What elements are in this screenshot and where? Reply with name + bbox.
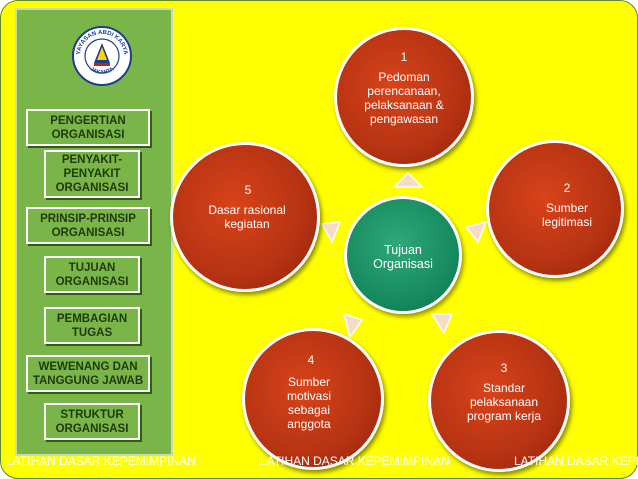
node-4-number: 4 [307, 353, 315, 367]
footer-text-1: LATIHAN DASAR KEPEMIMPINAN [6, 454, 196, 468]
arrow-icon [320, 221, 342, 244]
menu-item-pengertian-organisasi[interactable]: PENGERTIAN ORGANISASI [26, 109, 150, 146]
node-4-text: Sumber motivasi sebagai anggota [286, 375, 331, 431]
diagram-node-4: 4 Sumber motivasi sebagai anggota [242, 328, 384, 470]
arrow-icon [430, 313, 454, 335]
node-2-text: Sumber legitimasi [541, 201, 592, 229]
footer: LATIHAN DASAR KEPEMIMPINAN LATIHAN DASAR… [0, 455, 638, 479]
menu-item-struktur-organisasi[interactable]: STRUKTUR ORGANISASI [44, 403, 140, 440]
diagram-center: Tujuan Organisasi [344, 196, 462, 314]
node-5-text: Dasar rasional kegiatan [208, 203, 286, 231]
sidebar: YAYASAN ABDI KARYA JAKARTA PENGERTIAN OR… [15, 8, 173, 456]
node-5-number: 5 [244, 183, 252, 197]
diagram-node-2: 2 Sumber legitimasi [486, 140, 624, 278]
footer-text-3: LATIHAN DASAR KEPEMIMPINAN [514, 454, 638, 468]
menu-item-tujuan-organisasi[interactable]: TUJUAN ORGANISASI [44, 256, 140, 293]
arrow-icon [464, 220, 488, 244]
node-3-number: 3 [500, 361, 508, 375]
node-2-number: 2 [563, 181, 571, 195]
footer-text-2: LATIHAN DASAR KEPEMIMPINAN [260, 454, 450, 468]
arrow-icon [392, 171, 424, 188]
svg-text:JAKARTA: JAKARTA [89, 66, 115, 76]
diagram-node-3: 3 Standar pelaksanaan program kerja [428, 330, 570, 472]
menu-item-penyakit-organisasi[interactable]: PENYAKIT-PENYAKIT ORGANISASI [44, 150, 140, 198]
menu-item-wewenang-tanggung-jawab[interactable]: WEWENANG DAN TANGGUNG JAWAB [26, 355, 150, 392]
diagram-node-1: 1 Pedoman perencanaan, pelaksanaan & pen… [334, 27, 474, 167]
emblem-logo-icon: YAYASAN ABDI KARYA JAKARTA [72, 26, 132, 86]
arrow-icon [342, 312, 364, 339]
center-text: Tujuan Organisasi [373, 243, 433, 271]
node-1-text: Pedoman perencanaan, pelaksanaan & penga… [364, 70, 444, 126]
menu-item-pembagian-tugas[interactable]: PEMBAGIAN TUGAS [44, 307, 140, 344]
diagram-node-5: 5 Dasar rasional kegiatan [170, 142, 320, 292]
menu-item-prinsip-organisasi[interactable]: PRINSIP-PRINSIP ORGANISASI [26, 207, 150, 244]
logo-text-bottom: JAKARTA [89, 66, 115, 76]
node-1-number: 1 [400, 50, 408, 64]
node-3-text: Standar pelaksanaan program kerja [466, 381, 542, 423]
